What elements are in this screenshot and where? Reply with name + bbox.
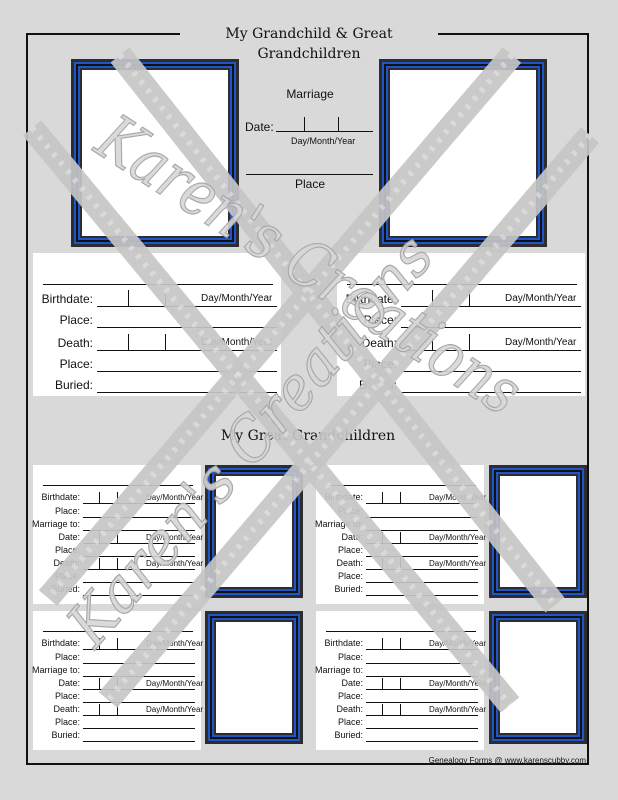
small-card-label-place: Place:	[337, 717, 363, 727]
marriage-date-format: Day/Month/Year	[291, 136, 356, 146]
marriage-place-line	[246, 174, 373, 175]
small-card-label-death: Death:	[336, 704, 363, 714]
small-card-label-place: Place:	[337, 571, 363, 581]
marriage-date-label: Date:	[245, 120, 274, 134]
small-card-date-format: Day/Month/Year	[429, 559, 487, 568]
small-card-date-format: Day/Month/Year	[146, 493, 204, 502]
card-entry-line	[401, 306, 581, 307]
small-card-label-buried: Buried:	[334, 730, 363, 740]
small-card-label-buried: Buried:	[51, 730, 80, 740]
card-label-place1: Place:	[59, 313, 93, 327]
card-date-format: Day/Month/Year	[505, 337, 577, 348]
card-label-death: Death:	[57, 336, 93, 350]
card-label-birthdate: Birthdate:	[345, 292, 397, 306]
small-card-label-death: Death:	[336, 558, 363, 568]
card-entry-line	[401, 327, 581, 328]
card-date-format: Day/Month/Year	[505, 293, 577, 304]
card-entry-line	[401, 392, 581, 393]
watermark-text-lower: Karen's Creations	[53, 221, 448, 660]
small-card-date-format: Day/Month/Year	[429, 533, 487, 542]
small-card-date-format: Day/Month/Year	[146, 639, 204, 648]
small-card-label-death: Death:	[53, 704, 80, 714]
page-title: My Grandchild & Great Grandchildren	[180, 24, 438, 62]
card-label-place1: Place:	[363, 313, 397, 327]
small-card-label-date: Date:	[58, 532, 80, 542]
small-card-date-format: Day/Month/Year	[146, 705, 204, 714]
great-grandchild-photo-frame	[205, 611, 303, 744]
small-card-date-format: Day/Month/Year	[146, 559, 204, 568]
small-card-label-marriage_to: Marriage to:	[314, 665, 363, 675]
card-entry-line	[97, 350, 277, 351]
small-card-label-place: Place:	[337, 545, 363, 555]
marriage-date-line	[276, 131, 373, 132]
small-card-label-place: Place:	[54, 506, 80, 516]
small-card-label-place: Place:	[54, 691, 80, 701]
small-card-label-marriage_to: Marriage to:	[314, 519, 363, 529]
card-label-birthdate: Birthdate:	[41, 292, 93, 306]
card-label-place2: Place:	[59, 357, 93, 371]
small-card-label-place: Place:	[54, 652, 80, 662]
small-card-label-place: Place:	[54, 717, 80, 727]
small-card-label-marriage_to: Marriage to:	[31, 519, 80, 529]
small-card-date-format: Day/Month/Year	[429, 705, 487, 714]
great-grandchild-photo-frame	[489, 611, 587, 744]
card-label-buried: Buried:	[54, 378, 93, 392]
small-card-label-place: Place:	[54, 545, 80, 555]
card-entry-line	[97, 392, 277, 393]
marriage-place-label: Place	[294, 177, 326, 191]
small-card-label-buried: Buried:	[334, 584, 363, 594]
small-card-date-format: Day/Month/Year	[146, 533, 204, 542]
footer-credit: Genealogy Forms @ www.karenscubby.com	[428, 756, 586, 765]
small-card-label-marriage_to: Marriage to:	[31, 665, 80, 675]
small-card-label-date: Date:	[341, 678, 363, 688]
small-card-label-birthdate: Birthdate:	[324, 638, 363, 648]
small-card-date-format: Day/Month/Year	[146, 679, 204, 688]
small-card-date-format: Day/Month/Year	[429, 679, 487, 688]
small-card-label-date: Date:	[58, 678, 80, 688]
small-card-label-date: Date:	[341, 532, 363, 542]
small-card-label-birthdate: Birthdate:	[41, 492, 80, 502]
card-entry-line	[401, 371, 581, 372]
small-card-label-place: Place:	[337, 691, 363, 701]
card-label-death: Death:	[361, 336, 397, 350]
card-entry-line	[401, 350, 581, 351]
small-card-label-place: Place:	[337, 652, 363, 662]
card-date-format: Day/Month/Year	[201, 337, 273, 348]
small-card-label-birthdate: Birthdate:	[41, 638, 80, 648]
card-date-format: Day/Month/Year	[201, 293, 273, 304]
card-entry-line	[97, 371, 277, 372]
marriage-heading: Marriage	[286, 87, 334, 101]
